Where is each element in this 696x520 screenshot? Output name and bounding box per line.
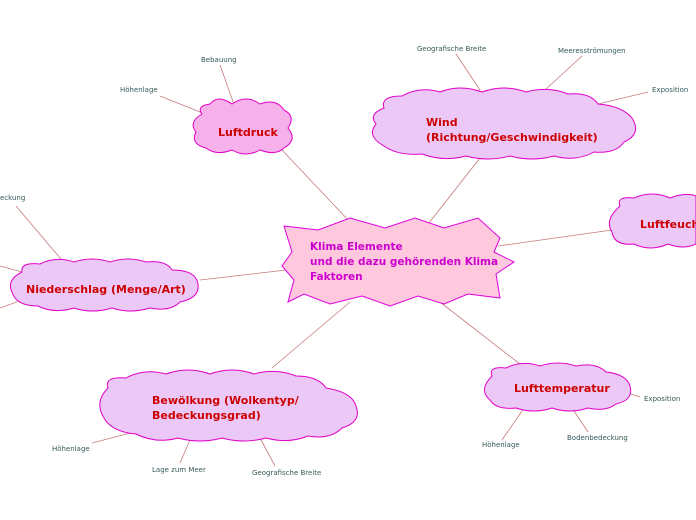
link-temp-hoehenlage (501, 407, 525, 441)
center-line-1: Klima Elemente (310, 241, 403, 253)
center-starburst-shape (281, 217, 515, 307)
connection-lines (0, 53, 649, 467)
link-wind-exposition (597, 91, 649, 105)
link-bew-breite (259, 437, 276, 467)
niederschlag-cloud-shape (9, 258, 199, 312)
leaf-luftdruck-bebauung[interactable]: Bebauung (201, 56, 237, 64)
bewoelkung-cloud-shape (99, 369, 358, 442)
luftfeuchtigkeit-label: Luftfeucht (640, 218, 696, 231)
wind-line-2: (Richtung/Geschwindigkeit) (426, 131, 598, 144)
link-wind-meer (544, 55, 583, 91)
leaf-niederschlag-bedeckung[interactable]: eckung (0, 194, 25, 202)
leaf-bewoelkung-geografische-breite[interactable]: Geografische Breite (252, 469, 321, 477)
topic-niederschlag[interactable]: Niederschlag (Menge/Art) (9, 258, 199, 312)
center-line-2: und die dazu gehörenden Klima (310, 256, 498, 268)
link-bew-meer (179, 439, 191, 464)
topic-luftfeuchtigkeit[interactable]: Luftfeucht (608, 193, 696, 249)
link-temp-boden (571, 407, 589, 433)
topic-lufttemperatur[interactable]: Lufttemperatur (484, 362, 632, 412)
leaf-luftdruck-hoehenlage[interactable]: Höhenlage (120, 86, 158, 94)
link-center-wind (424, 157, 481, 229)
leaf-lufttemperatur-bodenbedeckung[interactable]: Bodenbedeckung (567, 434, 628, 442)
topic-bewoelkung[interactable]: Bewölkung (Wolkentyp/ Bedeckungsgrad) (99, 369, 358, 442)
bewoelkung-line-1: Bewölkung (Wolkentyp/ (152, 394, 300, 407)
leaf-wind-exposition[interactable]: Exposition (652, 86, 688, 94)
luftdruck-label: Luftdruck (218, 126, 279, 139)
link-wind-breite (455, 53, 481, 91)
luftdruck-cloud-shape (192, 98, 293, 155)
bewoelkung-label: Bewölkung (Wolkentyp/ Bedeckungsgrad) (152, 394, 303, 422)
niederschlag-label: Niederschlag (Menge/Art) (26, 283, 186, 296)
center-line-3: Faktoren (310, 271, 363, 283)
leaf-lufttemperatur-exposition[interactable]: Exposition (644, 395, 680, 403)
leaf-bewoelkung-hoehenlage[interactable]: Höhenlage (52, 445, 90, 453)
link-nieder-2 (0, 265, 23, 273)
link-center-lufttemperatur (439, 301, 526, 369)
wind-label: Wind (Richtung/Geschwindigkeit) (426, 116, 598, 144)
leaf-labels: Bebauung Höhenlage Geografische Breite M… (0, 45, 688, 477)
topic-wind[interactable]: Wind (Richtung/Geschwindigkeit) (371, 87, 637, 160)
link-center-luftdruck (281, 149, 351, 223)
lufttemperatur-cloud-shape (484, 362, 632, 412)
wind-line-1: Wind (426, 116, 458, 129)
leaf-wind-meeresstroemungen[interactable]: Meeresströmungen (558, 47, 626, 55)
link-center-luftfeuchtigkeit (497, 229, 613, 247)
leaf-wind-geografische-breite[interactable]: Geografische Breite (417, 45, 486, 53)
luftfeuchtigkeit-cloud-shape (608, 193, 696, 249)
link-center-bewoelkung (271, 301, 351, 369)
center-node[interactable]: Klima Elemente und die dazu gehörenden K… (281, 217, 515, 307)
lufttemperatur-label: Lufttemperatur (514, 382, 610, 395)
bewoelkung-line-2: Bedeckungsgrad) (152, 409, 261, 422)
wind-cloud-shape (371, 87, 637, 160)
leaf-bewoelkung-lage-zum-meer[interactable]: Lage zum Meer (152, 466, 206, 474)
center-label: Klima Elemente und die dazu gehörenden K… (310, 241, 502, 283)
leaf-lufttemperatur-hoehenlage[interactable]: Höhenlage (482, 441, 520, 449)
link-center-niederschlag (199, 269, 287, 281)
topic-luftdruck[interactable]: Luftdruck (192, 98, 293, 155)
link-nieder-1 (15, 205, 67, 266)
